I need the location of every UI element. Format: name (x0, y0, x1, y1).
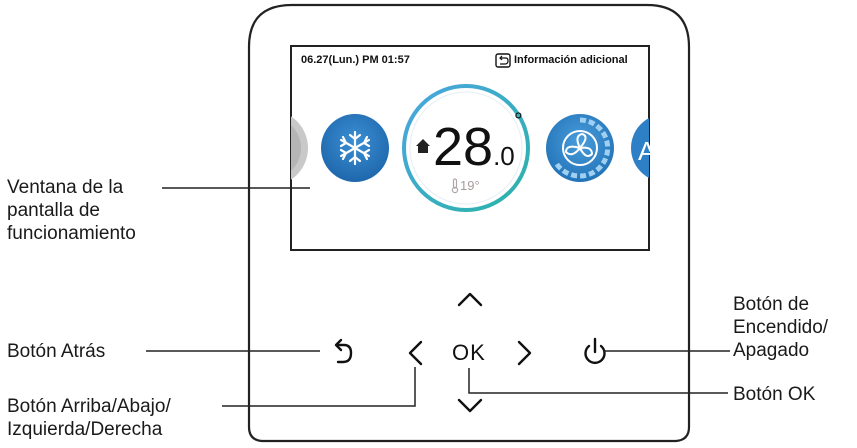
next-mode-icon (631, 118, 649, 178)
up-arrow-button[interactable] (457, 292, 483, 307)
leader-lines (146, 187, 730, 407)
set-temperature: 28.0 (433, 116, 515, 178)
arrow-buttons-line2: Izquierda/Derecha (7, 419, 163, 440)
display-window-line1: Ventana de la (7, 177, 124, 198)
next-mode-letter: A (638, 136, 656, 166)
ok-button-callout: Botón OK (733, 384, 816, 405)
info-return-icon (495, 53, 511, 68)
home-icon (416, 139, 430, 153)
left-arrow-button[interactable] (408, 340, 423, 366)
power-button-line2: Encendido/ (733, 317, 829, 338)
display-window-line2: pantalla de (7, 200, 100, 221)
back-button[interactable] (334, 338, 353, 364)
info-label: Información adicional (514, 54, 628, 66)
cool-mode-icon (321, 114, 389, 182)
arrow-buttons-line1: Botón Arriba/Abajo/ (7, 396, 171, 417)
screen-date-time: 06.27(Lun.) PM 01:57 (301, 54, 410, 66)
ok-button[interactable]: OK (452, 340, 486, 365)
power-button-line3: Apagado (733, 340, 810, 361)
power-button-line1: Botón de (733, 294, 810, 315)
degree-symbol: ° (514, 108, 523, 133)
back-button-callout: Botón Atrás (7, 341, 106, 362)
right-arrow-button[interactable] (517, 340, 532, 366)
power-button-callout: Botón de Encendido/ Apagado (733, 293, 828, 362)
set-temperature-decimal: .0 (493, 141, 515, 171)
display-window-callout: Ventana de la pantalla de funcionamiento (7, 176, 136, 245)
fan-mode-icon (546, 114, 614, 182)
temperature-dial (402, 84, 530, 212)
thermometer-icon (451, 178, 459, 194)
arrow-buttons-callout: Botón Arriba/Abajo/ Izquierda/Derecha (7, 395, 171, 441)
down-arrow-button[interactable] (457, 398, 483, 413)
set-temperature-integer: 28 (433, 117, 494, 177)
room-temperature: 19° (460, 178, 480, 193)
display-window-line3: funcionamiento (7, 223, 136, 244)
